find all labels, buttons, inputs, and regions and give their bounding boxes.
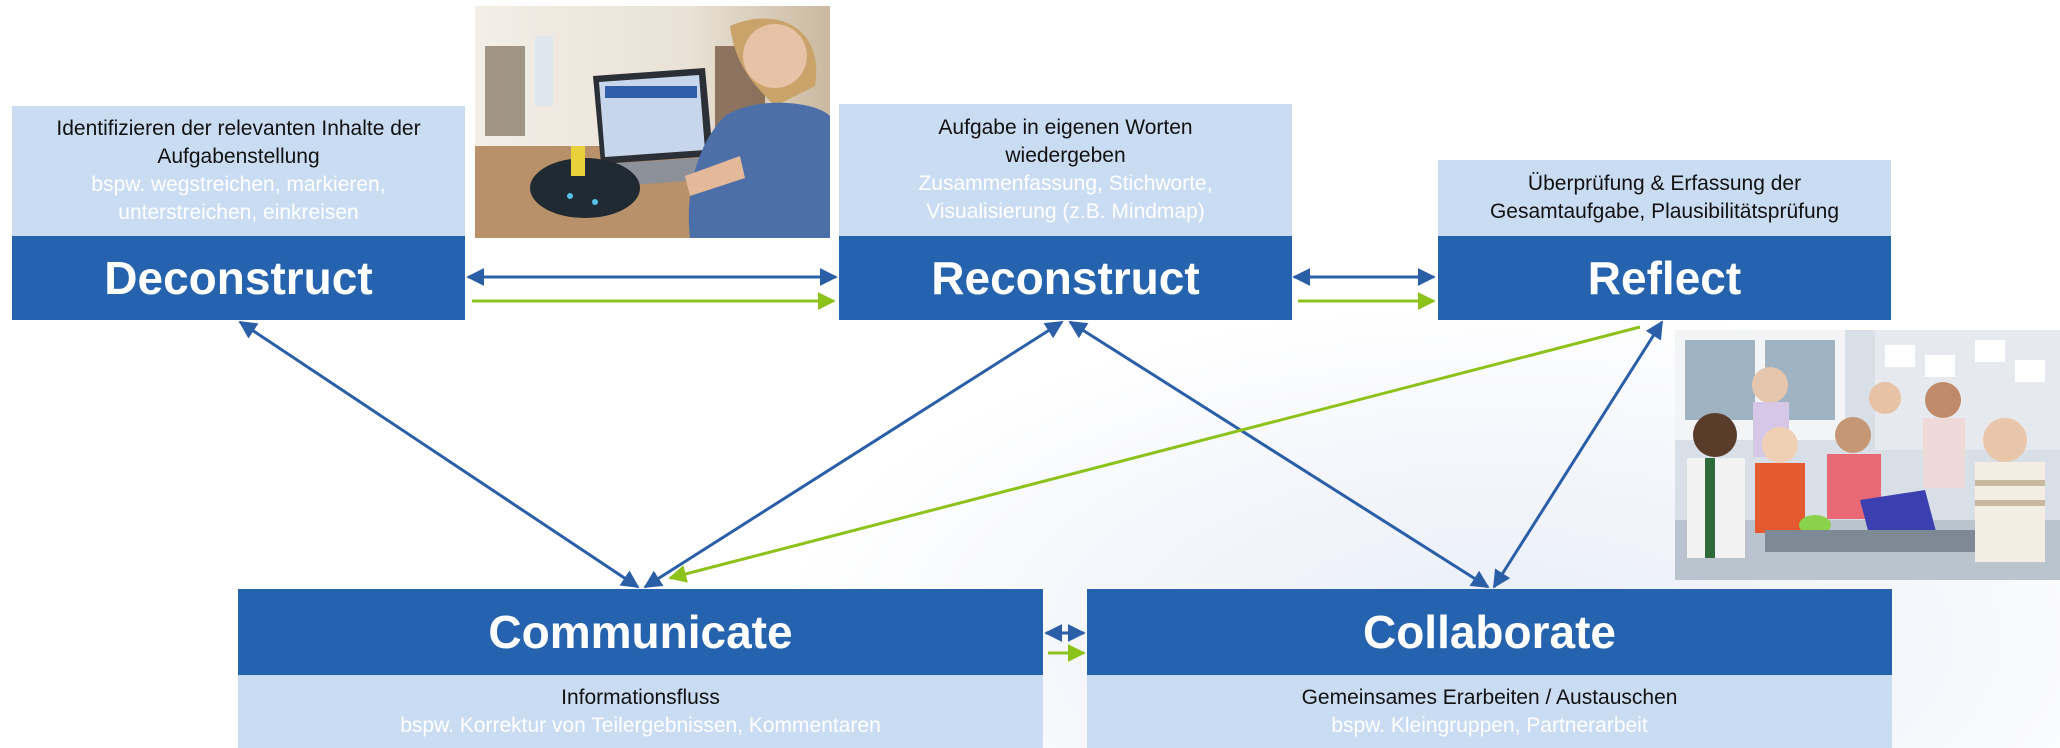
deconstruct-examples-line1: bspw. wegstreichen, markieren, xyxy=(91,173,386,196)
communicate-info-box: Informationsfluss bspw. Korrektur von Te… xyxy=(238,675,1043,748)
group-of-students-photo xyxy=(1675,330,2060,580)
arrow-reflect-collaborate xyxy=(1492,320,1664,589)
deconstruct-info-box: Identifizieren der relevanten Inhalte de… xyxy=(12,106,465,236)
deconstruct-description-line1: Identifizieren der relevanten Inhalte de… xyxy=(56,117,421,140)
collaborate-description: Gemeinsames Erarbeiten / Austauschen xyxy=(1301,685,1678,709)
reconstruct-info-box: Aufgabe in eigenen Worten wiedergeben Zu… xyxy=(839,104,1292,236)
reflect-header: Reflect xyxy=(1438,236,1891,320)
reconstruct-description-line1: Aufgabe in eigenen Worten xyxy=(938,116,1193,139)
communicate-examples: bspw. Korrektur von Teilergebnissen, Kom… xyxy=(400,713,881,737)
arrow-deconstruct-communicate xyxy=(238,320,640,589)
collaborate-info-box: Gemeinsames Erarbeiten / Austauschen bsp… xyxy=(1087,675,1892,748)
communicate-description: Informationsfluss xyxy=(561,685,720,709)
reflect-description-line1: Überprüfung & Erfassung der xyxy=(1527,172,1802,195)
communicate-header: Communicate xyxy=(238,589,1043,675)
reflect-info-box: Überprüfung & Erfassung der Gesamtaufgab… xyxy=(1438,160,1891,236)
arrow-reconstruct-collaborate xyxy=(1068,320,1490,589)
deconstruct-examples-line2: unterstreichen, einkreisen xyxy=(118,201,359,224)
student-at-laptop-photo xyxy=(475,6,830,238)
reconstruct-examples-line2: Visualisierung (z.B. Mindmap) xyxy=(926,200,1205,223)
arrow-green-reflect-communicate xyxy=(668,325,1641,583)
reconstruct-description-line2: wiedergeben xyxy=(1005,144,1126,167)
collaborate-examples: bspw. Kleingruppen, Partnerarbeit xyxy=(1331,713,1648,737)
deconstruct-header: Deconstruct xyxy=(12,236,465,320)
deconstruct-description-line2: Aufgabenstellung xyxy=(157,145,320,168)
collaborate-header: Collaborate xyxy=(1087,589,1892,675)
reflect-description-line2: Gesamtaufgabe, Plausibilitätsprüfung xyxy=(1489,200,1840,223)
reconstruct-header: Reconstruct xyxy=(839,236,1292,320)
reconstruct-examples-line1: Zusammenfassung, Stichworte, xyxy=(918,172,1213,195)
arrow-reconstruct-communicate xyxy=(643,320,1064,589)
